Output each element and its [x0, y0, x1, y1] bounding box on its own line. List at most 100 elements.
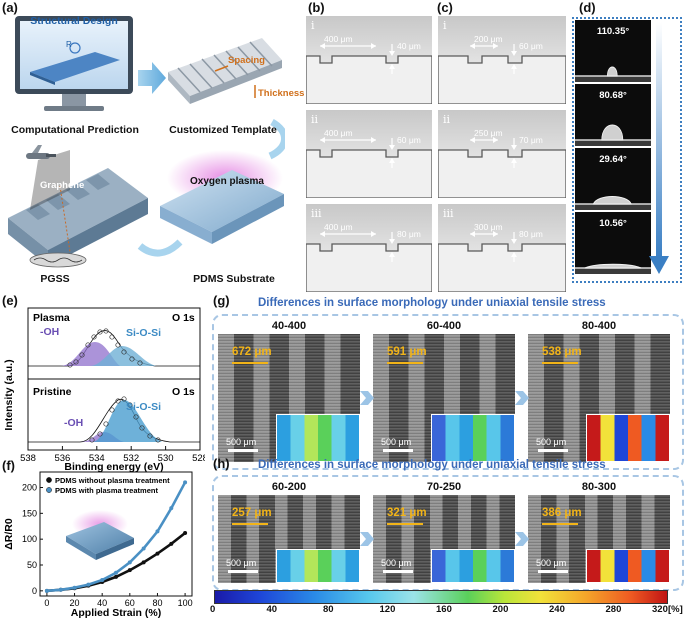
sem-image-title: 60-200	[271, 481, 307, 493]
spacing-label: Spacing	[228, 55, 265, 66]
spacing-arrow	[387, 362, 423, 364]
panel-g-label: (g)	[213, 293, 230, 308]
scale-bar	[538, 570, 568, 573]
xps-xtick-label: 528	[192, 453, 205, 464]
series-1-point	[183, 530, 188, 535]
sem-image-title: 40-400	[271, 320, 307, 332]
panel-a-label: (a)	[2, 0, 18, 15]
colorbar-unit: [%]	[668, 604, 683, 615]
chart-xtick-label: 60	[125, 598, 135, 608]
micrograph-roman-label: i	[443, 19, 447, 32]
chevron-right-icon	[360, 391, 374, 405]
panel-h-label: (h)	[213, 456, 230, 471]
series-2-point	[155, 529, 160, 534]
micrograph-roman-label: i	[311, 19, 315, 32]
scale-bar	[383, 449, 413, 452]
spacing-arrow	[542, 362, 578, 364]
stripe-spacing-label: 672 μm	[232, 346, 272, 358]
spacing-arrow	[232, 362, 268, 364]
scale-bar	[228, 570, 258, 573]
stripe-spacing-label: 321 μm	[387, 507, 427, 519]
panel-c-label: (c)	[437, 0, 453, 15]
colorbar-tick-label: 160	[436, 604, 452, 615]
sem-image: 257 μm 500 μm	[218, 495, 360, 583]
xps-xtick-label: 534	[89, 453, 105, 464]
groove-depth-label: 60 μm	[519, 41, 543, 51]
strain-heatmap-inset	[586, 414, 670, 462]
series-2-point	[44, 588, 49, 593]
panel-f-label: (f)	[2, 458, 15, 473]
strain-heatmap-inset	[276, 414, 360, 462]
graphene-label: Graphene	[40, 180, 85, 191]
groove-width-label: 400 μm	[324, 222, 353, 232]
xps-o1s-bottom: O 1s	[172, 386, 195, 398]
micrograph-roman-label: iii	[311, 207, 322, 220]
scale-bar-label: 500 μm	[381, 437, 412, 447]
panel-g-title: Differences in surface morphology under …	[258, 297, 606, 309]
r-symbol: R	[66, 40, 72, 49]
xps-ylabel: Intensity (a.u.)	[3, 359, 15, 430]
siosi-peak-pristine	[92, 400, 162, 442]
series-1-point	[141, 560, 146, 565]
chart-xlabel: Applied Strain (%)	[71, 607, 161, 618]
groove-depth-label: 70 μm	[519, 135, 543, 145]
chart-xtick-label: 0	[44, 598, 49, 608]
monitor-icon	[15, 16, 133, 111]
groove-width-label: 400 μm	[324, 128, 353, 138]
spacing-arrow	[542, 523, 578, 525]
colorbar-tick-label: 120	[379, 604, 396, 615]
legend-marker	[46, 487, 52, 493]
panel-a-illustration	[8, 16, 285, 268]
groove-depth-label: 80 μm	[397, 229, 421, 239]
series-1-point	[169, 541, 174, 546]
caption-computational: Computational Prediction	[11, 124, 139, 136]
groove-depth-label: 60 μm	[397, 135, 421, 145]
xps-pristine-label: Pristine	[33, 386, 72, 398]
airbrush-icon	[26, 145, 56, 159]
colorbar-tick-label: 40	[266, 604, 278, 615]
xps-plot: Intensity (a.u.) Plasma O 1s -OH Si-O-Si…	[3, 307, 205, 472]
panel-e-label: (e)	[2, 293, 18, 308]
series-2-point	[100, 577, 105, 582]
stripe-spacing-label: 257 μm	[232, 507, 272, 519]
chevron-right-icon	[515, 532, 529, 546]
groove-depth-label: 80 μm	[519, 229, 543, 239]
chart-xtick-label: 20	[70, 598, 80, 608]
series-2-point	[114, 570, 118, 575]
strain-heatmap-inset	[586, 549, 670, 583]
scale-bar-label: 500 μm	[226, 437, 257, 447]
xps-xtick-label: 530	[158, 453, 174, 464]
xps-oh-bottom: -OH	[64, 417, 83, 429]
series-1-point	[127, 568, 132, 573]
flow-arrow-1	[138, 62, 166, 94]
chart-ylabel: ΔR/R0	[3, 518, 15, 550]
xps-xlabel: Binding energy (eV)	[64, 461, 163, 472]
spacing-arrow	[387, 523, 423, 525]
series-2-point	[58, 587, 63, 592]
legend-label: PDMS with plasma treatment	[55, 486, 158, 495]
thickness-label: Thickness	[258, 88, 305, 99]
groove-width-label: 250 μm	[474, 128, 503, 138]
pdms-substrate	[160, 150, 284, 244]
chart-ytick-label: 0	[32, 586, 37, 596]
panel-b-label: (b)	[308, 0, 325, 15]
legend-label: PDMS without plasma treatment	[55, 476, 170, 485]
scale-bar-label: 500 μm	[226, 558, 257, 568]
xps-xtick-label: 538	[20, 453, 36, 464]
sem-image-title: 80-400	[581, 320, 617, 332]
chart-xtick-label: 100	[178, 598, 193, 608]
series-2-point	[183, 480, 188, 485]
monitor-title: Structural Design	[30, 15, 118, 27]
panel-g-frame	[212, 314, 684, 470]
template-block	[168, 38, 282, 104]
pgss-block	[8, 150, 148, 268]
strain-colorbar	[214, 590, 668, 604]
legend-marker	[46, 477, 52, 483]
xps-plasma-label: Plasma	[33, 312, 70, 324]
